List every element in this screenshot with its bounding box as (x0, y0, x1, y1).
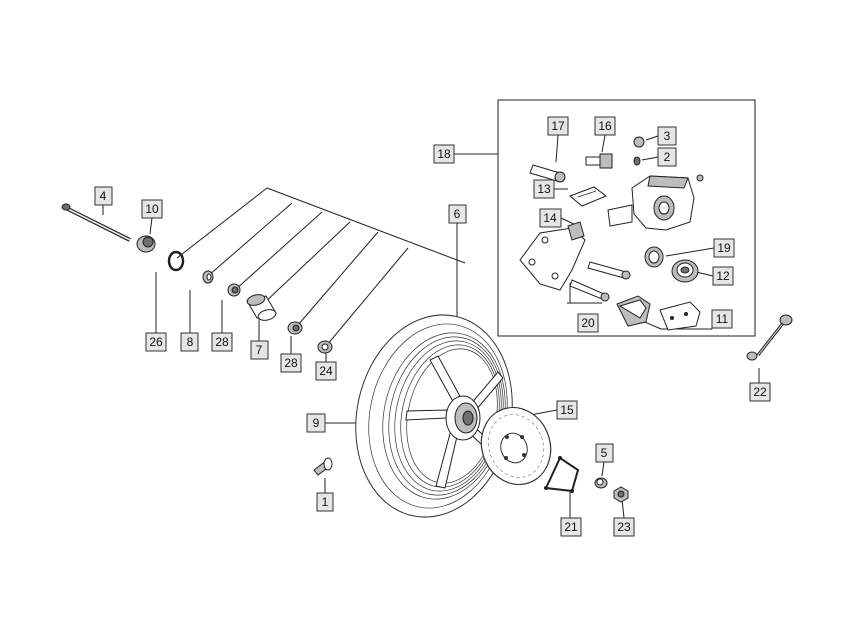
label-28-left: 28 (211, 332, 233, 352)
dust-seal (317, 340, 333, 354)
piston-seal-19 (644, 246, 664, 268)
bleeder-screw (633, 136, 645, 148)
label-12-text: 12 (716, 269, 730, 283)
label-8-text: 8 (187, 335, 194, 349)
label-4-text: 4 (100, 189, 107, 203)
piston-12 (671, 259, 699, 283)
label-11: 11 (711, 309, 733, 329)
caliper-assembly-frame (497, 99, 756, 337)
label-4: 4 (94, 186, 113, 206)
bearing-left (227, 283, 241, 297)
label-24: 24 (315, 361, 337, 381)
label-22: 22 (749, 382, 771, 402)
label-24-text: 24 (319, 364, 333, 378)
label-3-text: 3 (664, 129, 671, 143)
label-26: 26 (145, 332, 167, 352)
collar (594, 477, 608, 489)
label-6: 6 (448, 204, 467, 224)
label-28-right: 28 (280, 353, 302, 373)
label-19-text: 19 (717, 241, 731, 255)
oil-seal (202, 270, 214, 284)
label-12: 12 (712, 266, 734, 286)
label-8: 8 (180, 332, 199, 352)
label-20-text: 20 (581, 316, 595, 330)
label-10: 10 (141, 199, 163, 219)
label-15: 15 (556, 400, 578, 420)
bleeder-cap (633, 156, 641, 166)
label-16: 16 (594, 116, 616, 136)
label-21-text: 21 (564, 520, 578, 534)
slide-pin-17 (529, 164, 566, 183)
label-9-text: 9 (313, 416, 320, 430)
axle-bolt (61, 203, 131, 242)
label-9: 9 (306, 413, 326, 433)
label-23: 23 (613, 517, 635, 537)
label-10-text: 10 (145, 202, 159, 216)
label-18: 18 (433, 144, 455, 164)
caliper-bolt-16 (585, 153, 613, 169)
label-2: 2 (657, 147, 677, 167)
label-18-text: 18 (437, 147, 451, 161)
label-13: 13 (533, 179, 555, 199)
pad-pins-20 (569, 261, 631, 302)
label-26-text: 26 (149, 335, 163, 349)
label-17: 17 (547, 116, 569, 136)
label-15-text: 15 (560, 403, 574, 417)
caliper-bracket-14 (519, 221, 586, 291)
lock-nut (613, 486, 629, 503)
label-28-right-text: 28 (284, 356, 298, 370)
label-7-text: 7 (256, 343, 263, 357)
label-22-text: 22 (753, 385, 767, 399)
label-20: 20 (577, 313, 599, 333)
label-13-text: 13 (537, 182, 551, 196)
wheel-hub (445, 395, 481, 441)
brake-disc (480, 406, 552, 486)
caliper-body (607, 174, 704, 231)
label-19: 19 (713, 238, 735, 258)
bearing-right (287, 321, 303, 335)
label-1: 1 (316, 492, 334, 512)
spacer-tube (246, 294, 277, 321)
label-23-text: 23 (617, 520, 631, 534)
seal-ring (167, 250, 185, 272)
label-2-text: 2 (664, 150, 671, 164)
rear-wheel (355, 314, 513, 518)
axle-alignment-lines (176, 187, 466, 346)
label-21: 21 (560, 517, 582, 537)
pad-spring-13 (569, 186, 607, 207)
brake-pads-11 (616, 295, 701, 331)
sensor-bracket (544, 456, 580, 493)
valve-stem (313, 457, 333, 476)
label-5-text: 5 (601, 446, 608, 460)
label-14-text: 14 (543, 211, 557, 225)
label-5: 5 (595, 443, 614, 463)
label-1-text: 1 (322, 495, 329, 509)
label-6-text: 6 (454, 207, 461, 221)
torque-rod (746, 314, 793, 361)
axle-nut (136, 235, 156, 253)
label-11-text: 11 (716, 312, 729, 326)
label-28-left-text: 28 (215, 335, 229, 349)
label-3: 3 (657, 126, 677, 146)
label-16-text: 16 (598, 119, 612, 133)
label-17-text: 17 (551, 119, 565, 133)
label-7: 7 (250, 340, 269, 360)
label-14: 14 (539, 208, 562, 228)
